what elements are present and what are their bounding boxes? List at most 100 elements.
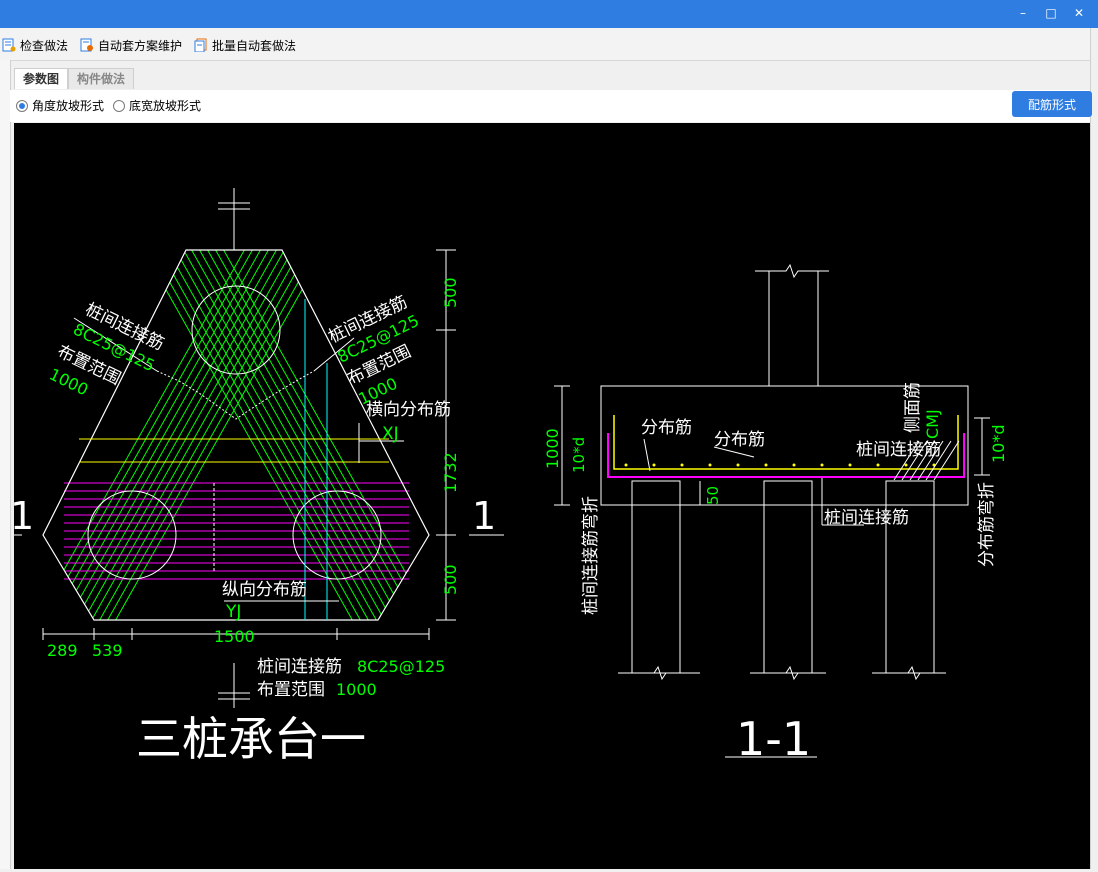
rebar-dot (848, 463, 852, 467)
hatch-line (65, 250, 287, 620)
section-10d-left: 10*d (570, 437, 588, 473)
rebar-dot (708, 463, 712, 467)
vertical-dim (436, 249, 456, 621)
angle-slope-label: 角度放坡形式 (32, 99, 105, 113)
hatch-line (173, 250, 395, 620)
right-scroll-edge (1090, 28, 1098, 869)
pile-circle (191, 285, 281, 375)
rebar-dots (624, 463, 936, 467)
close-icon[interactable]: ✕ (1073, 6, 1085, 20)
plan-labels: 1 1 桩间连接筋 8C25@125 布置范围 1000 桩间连接筋 8C25@… (10, 277, 496, 766)
window-titlebar: – □ ✕ (0, 0, 1098, 28)
pile-circle (292, 490, 382, 580)
hatch-line (149, 250, 371, 620)
left-panel-edge (0, 60, 11, 869)
side-hatch (893, 440, 960, 481)
hatch-line (89, 250, 311, 620)
pile-circle (87, 490, 177, 580)
cad-drawing: 1 1 桩间连接筋 8C25@125 布置范围 1000 桩间连接筋 8C25@… (10, 188, 1008, 766)
plan-title: 三桩承台一 (136, 712, 366, 766)
section-magenta-rebar (607, 433, 965, 478)
auto-maintain-label: 自动套方案维护 (98, 38, 183, 53)
bottom-rebar-label: 桩间连接筋 (257, 657, 342, 677)
width-slope-radio[interactable]: 底宽放坡形式 (113, 97, 201, 114)
tab-component-method[interactable]: 构件做法 (68, 68, 135, 89)
yj-label: YJ (225, 602, 241, 622)
section-dist-label-1: 分布筋 (641, 418, 692, 438)
rebar-dot (792, 463, 796, 467)
right-bend-label: 分布筋弯折 (977, 482, 997, 567)
rebar-hatch (43, 250, 429, 620)
radio-empty-icon (113, 99, 125, 112)
width-slope-label: 底宽放坡形式 (129, 99, 202, 113)
rebar-form-button[interactable]: 配筋形式 (1012, 91, 1092, 117)
rebar-dot (764, 463, 768, 467)
section-10d-right: 10*d (989, 424, 1008, 463)
bottom-rebar-spec: 8C25@125 (357, 657, 445, 676)
section-dim-50: 50 (704, 486, 722, 505)
angle-slope-radio[interactable]: 角度放坡形式 (16, 97, 104, 114)
dim-1500: 1500 (214, 627, 255, 646)
tab-parameter-diagram[interactable]: 参数图 (14, 68, 69, 89)
bottom-range-label: 布置范围 (257, 680, 325, 700)
hatch-line (49, 250, 271, 620)
document-check-icon (2, 38, 16, 52)
hatch-line (197, 250, 419, 620)
minimize-icon[interactable]: – (1020, 6, 1026, 20)
rebar-dot (876, 463, 880, 467)
section-dist-label-2: 分布筋 (714, 430, 765, 450)
bottom-range-val: 1000 (336, 680, 377, 699)
hatch-line (213, 250, 429, 620)
hatch-line (43, 250, 255, 620)
rebar-dot (624, 463, 628, 467)
plan-view (14, 188, 504, 708)
dim-500-top: 500 (441, 277, 460, 308)
dim-539: 539 (92, 641, 123, 660)
hatch-line (97, 250, 319, 620)
rebar-dot (904, 463, 908, 467)
batch-auto-button[interactable]: 批量自动套做法 (194, 36, 296, 54)
horizontal-dim (42, 628, 430, 640)
hatch-line (165, 250, 387, 620)
toolbar: 检查做法 自动套方案维护 批量自动套做法 (0, 28, 1090, 61)
side-rebar-label: 侧面筋 (903, 382, 923, 433)
left-bend-label: 桩间连接筋弯折 (581, 496, 601, 615)
hatch-line (181, 250, 403, 620)
maximize-icon[interactable]: □ (1045, 6, 1057, 20)
section-conn-bottom-label: 桩间连接筋 (824, 508, 909, 528)
hatch-line (57, 250, 279, 620)
hatch-line (157, 250, 379, 620)
section-mark-left: 1 (14, 494, 34, 538)
hatch-line (205, 250, 427, 620)
section-title: 1-1 (736, 712, 811, 766)
section-dim-1000: 1000 (543, 428, 562, 469)
section-conn-label: 桩间连接筋 (856, 440, 941, 460)
drawing-canvas: 1 1 桩间连接筋 8C25@125 布置范围 1000 桩间连接筋 8C25@… (10, 123, 1090, 869)
check-method-button[interactable]: 检查做法 (2, 36, 68, 54)
rebar-dot (652, 463, 656, 467)
slope-options-bar: 角度放坡形式 底宽放坡形式 (10, 90, 1090, 122)
hatch-line (133, 250, 355, 620)
hatch-line (113, 250, 335, 620)
cmj-label: CMJ (923, 409, 942, 439)
hatch-line (43, 250, 263, 620)
long-rebar-label: 纵向分布筋 (222, 580, 307, 600)
hatch-line (73, 250, 295, 620)
view-tabs: 参数图 构件做法 (14, 68, 135, 90)
section-mark-right: 1 (472, 494, 496, 538)
rebar-dot (820, 463, 824, 467)
hatch-line (141, 250, 363, 620)
batch-document-icon (194, 38, 208, 53)
dim-500-bot: 500 (441, 564, 460, 595)
section-view (554, 263, 990, 681)
cap-outline (42, 249, 430, 621)
section-labels: 分布筋 分布筋 桩间连接筋 桩间连接筋 侧面筋 CMJ 1000 10*d 10… (543, 382, 1008, 766)
dim-1732: 1732 (441, 452, 460, 493)
hatch-line (105, 250, 327, 620)
rebar-dot (736, 463, 740, 467)
batch-auto-label: 批量自动套做法 (212, 38, 297, 53)
trans-rebar-label: 横向分布筋 (366, 400, 451, 420)
magenta-bars (64, 482, 409, 580)
auto-maintain-button[interactable]: 自动套方案维护 (80, 36, 182, 54)
xj-label: XJ (382, 424, 399, 444)
